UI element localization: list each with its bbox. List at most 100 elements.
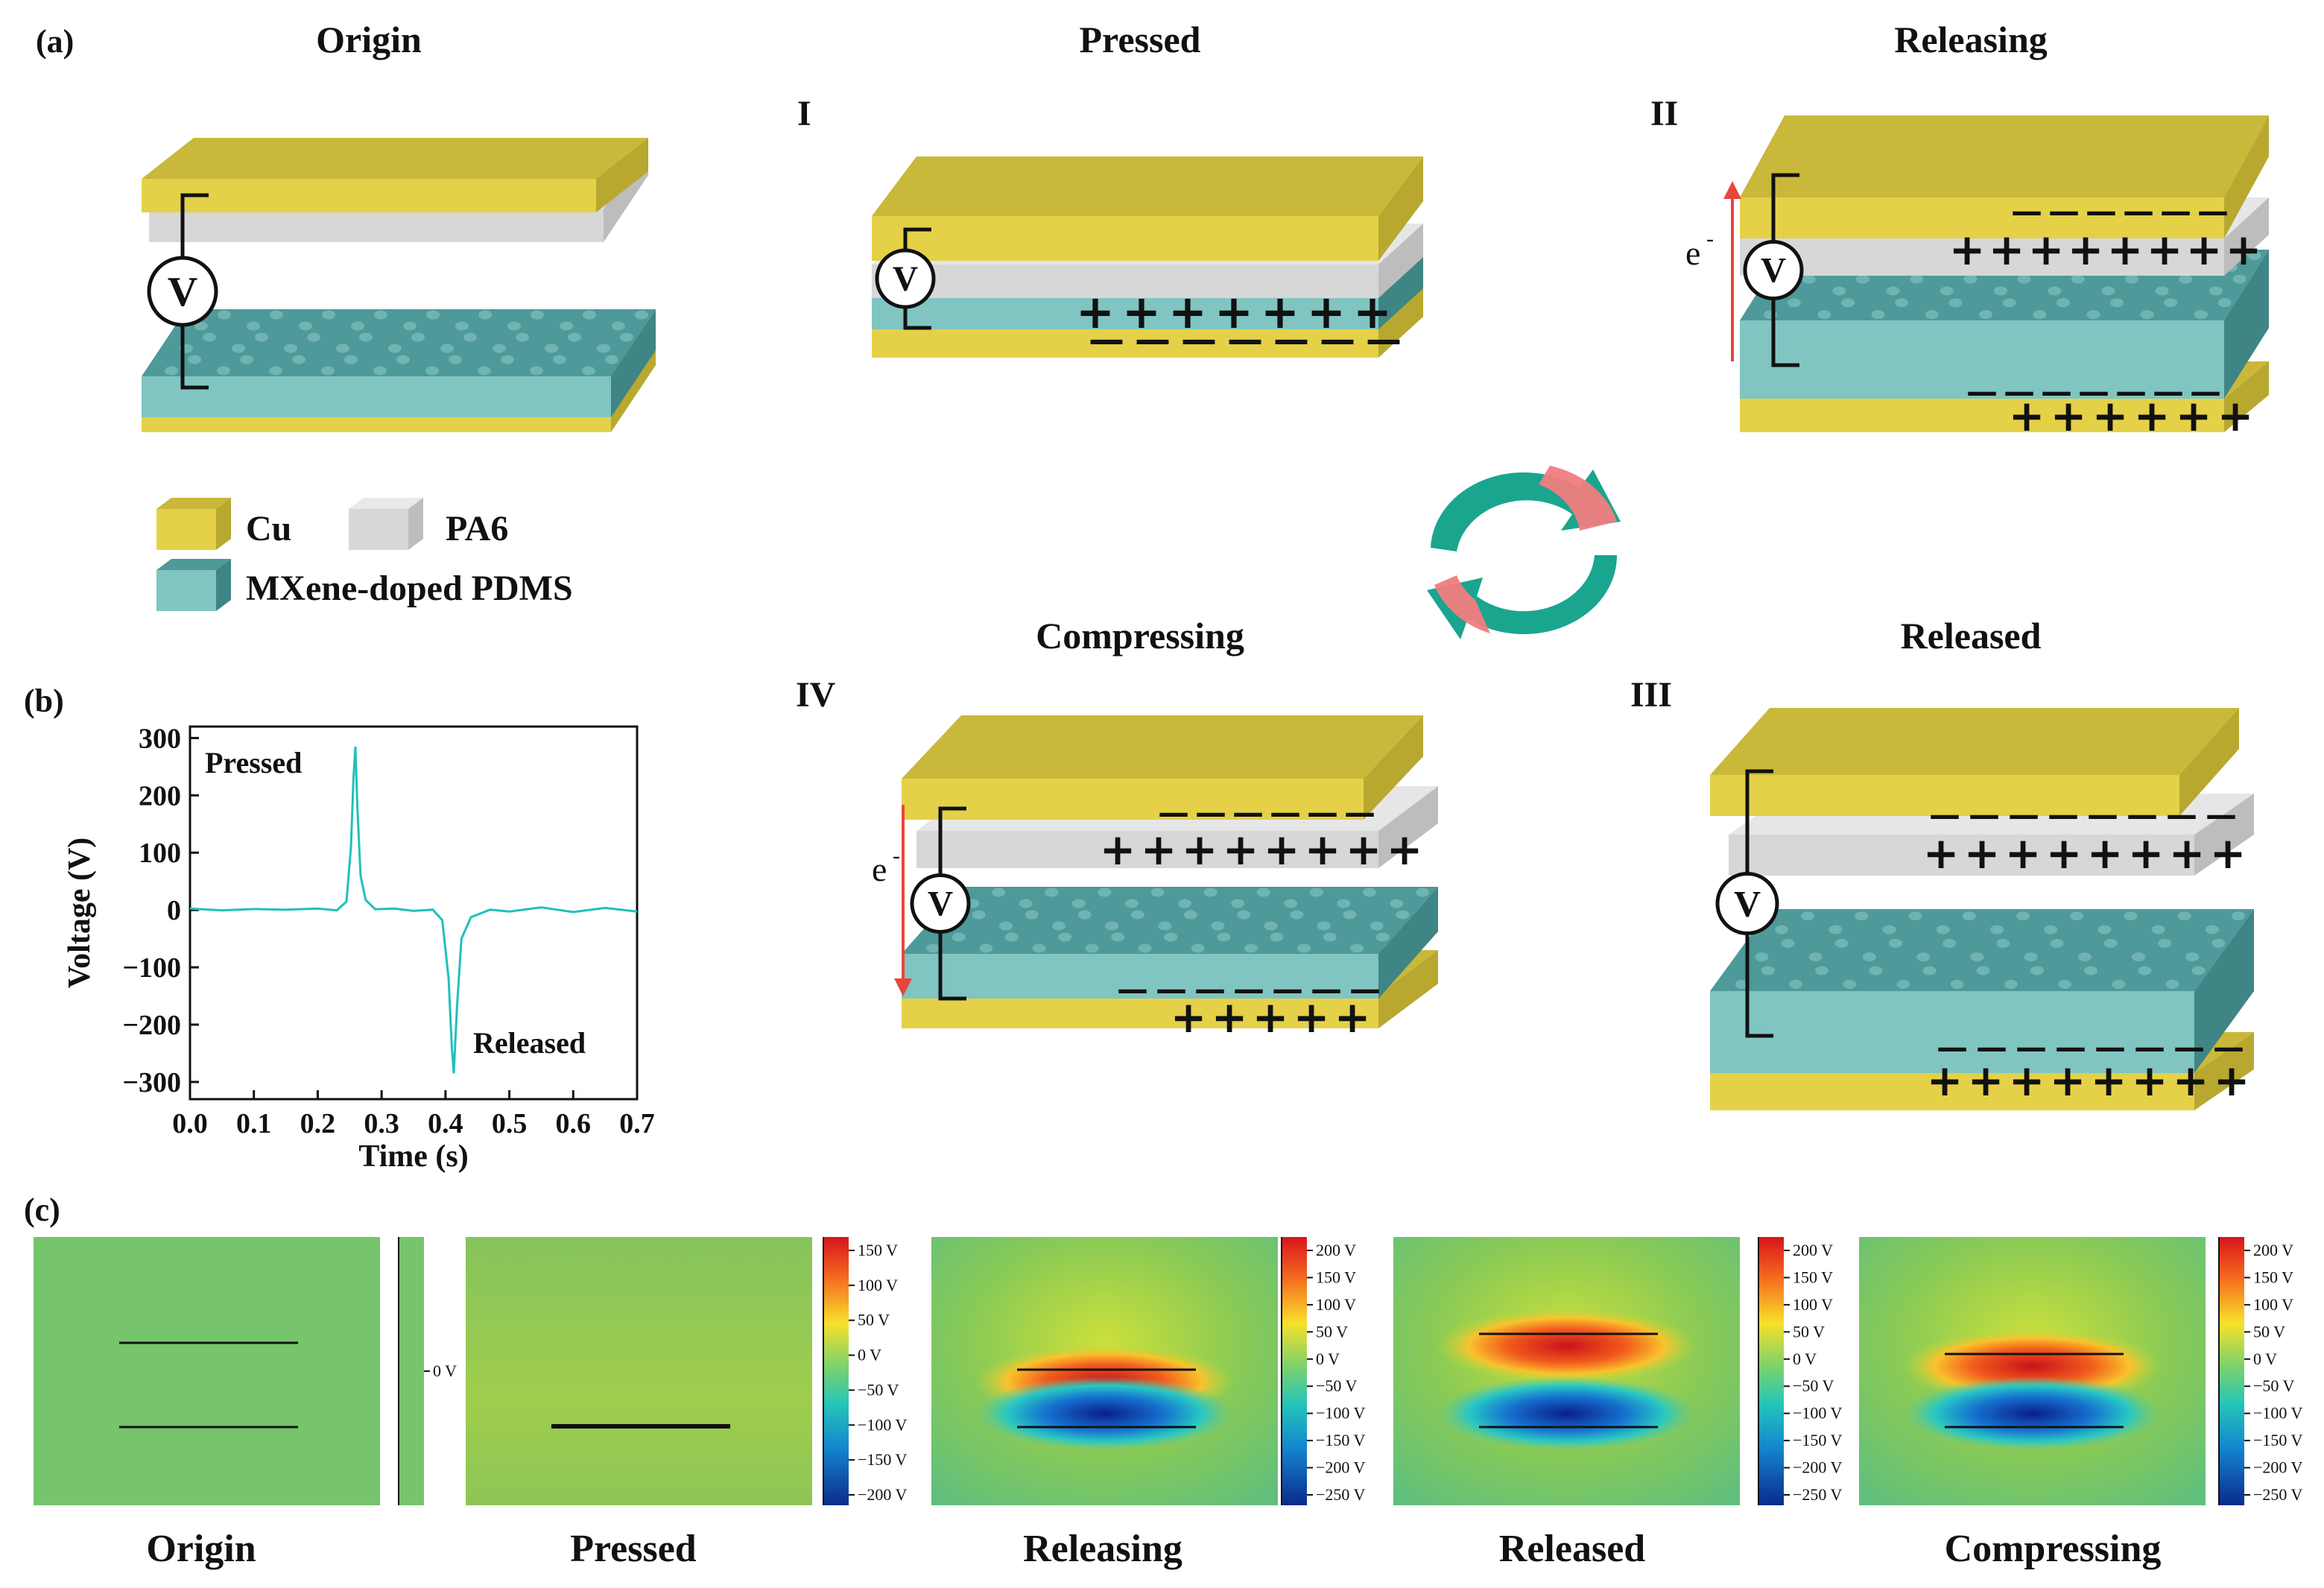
sim-field-map: [34, 1237, 380, 1505]
positive-charge: +: [1334, 992, 1371, 1043]
voltmeter-icon: [1715, 872, 1779, 935]
surface-bump: [2024, 952, 2038, 962]
chart-xlabel: Time (s): [358, 1139, 468, 1174]
top-electrode: [142, 138, 648, 212]
voltmeter-symbol: V: [168, 269, 198, 315]
negative-charge: —: [1158, 794, 1189, 831]
positive-charge: +: [1387, 824, 1423, 875]
surface-bump: [1843, 979, 1857, 989]
surface-bump: [1138, 943, 1152, 953]
surface-bump: [455, 321, 469, 331]
top-electrode-front: [902, 779, 1364, 820]
surface-bump: [2177, 911, 2191, 921]
positive-charge: +: [2128, 828, 2165, 879]
negative-charge: —: [2004, 373, 2035, 410]
surface-bump: [1237, 910, 1251, 920]
surface-bump: [1871, 310, 1885, 320]
surface-bump: [1363, 888, 1376, 897]
legend: Cu PA6 MXene-doped PDMS: [156, 498, 573, 611]
colorbar: [399, 1237, 424, 1505]
voltmeter-icon: [910, 873, 971, 934]
surface-bump: [1375, 932, 1390, 942]
top-electrode: [872, 156, 1423, 261]
surface-bump: [1309, 888, 1323, 897]
pdms-layer-top: [142, 309, 656, 376]
surface-bump: [1098, 888, 1112, 897]
surface-bump: [1058, 932, 1072, 942]
external-circuit: V: [875, 227, 936, 330]
positive-charge: +: [1305, 824, 1341, 875]
surface-bump: [1217, 932, 1231, 942]
sim-panel-origin: 0 V Origin: [34, 1237, 457, 1570]
wire: [903, 307, 931, 330]
sim-title-releasing: Releasing: [1023, 1528, 1182, 1570]
electron-label: e: [1685, 234, 1700, 272]
colorbar-tick-label: −50 V: [1793, 1376, 1834, 1395]
negative-charge: —: [1135, 319, 1171, 361]
surface-bump: [1910, 274, 1924, 284]
surface-bump: [1808, 952, 1823, 962]
surface-bump: [1416, 888, 1430, 897]
surface-bump: [2151, 925, 2165, 934]
positive-charge: +: [2051, 390, 2087, 441]
surface-bump: [545, 344, 558, 353]
surface-bump: [426, 310, 440, 320]
y-tick-label: −300: [122, 1067, 181, 1098]
step-II-label: II: [1650, 94, 1678, 133]
negative-charge: —: [2016, 1029, 2047, 1066]
negative-charge: —: [2160, 193, 2191, 230]
surface-bump: [284, 344, 297, 353]
surface-bump: [605, 355, 618, 364]
colorbar-tick-label: 200 V: [1316, 1241, 1356, 1259]
surface-bump: [1284, 899, 1298, 908]
surface-bump: [999, 921, 1013, 931]
surface-bump: [612, 321, 625, 331]
surface-bump: [218, 310, 231, 320]
surface-bump: [501, 355, 514, 364]
top-electrode: [902, 715, 1423, 820]
surface-bump: [217, 366, 230, 376]
surface-bump: [2004, 979, 2018, 989]
surface-bump: [2231, 911, 2245, 921]
pdms-layer-top: [902, 887, 1438, 954]
colorbar-tick-label: −200 V: [2253, 1458, 2303, 1477]
legend-mxene-swatch: [156, 559, 231, 611]
top-electrode-front: [872, 216, 1378, 261]
surface-bump: [1052, 921, 1066, 931]
colorbar-tick-label: 150 V: [1793, 1268, 1833, 1286]
surface-bump: [2017, 274, 2031, 284]
surface-bump: [979, 943, 993, 953]
x-tick-label: 0.3: [364, 1108, 399, 1139]
colorbar-tick-label: −200 V: [1316, 1458, 1366, 1477]
surface-bump: [1895, 298, 1909, 308]
colorbar-tick-label: 0 V: [2253, 1350, 2277, 1368]
surface-bump: [2164, 298, 2178, 308]
negative-charge: —: [1311, 971, 1342, 1007]
surface-bump: [2103, 938, 2118, 948]
external-circuit: V: [1715, 769, 1779, 1038]
colorbar: [1282, 1237, 1307, 1505]
external-circuit: V: [910, 806, 971, 1001]
negative-charge: —: [1232, 794, 1264, 831]
y-tick-label: 100: [139, 838, 181, 869]
negative-charge: —: [1272, 971, 1303, 1007]
sim-title-origin: Origin: [146, 1528, 256, 1570]
surface-bump: [1085, 943, 1099, 953]
surface-bump: [2155, 286, 2169, 296]
colorbar-tick-label: −250 V: [2253, 1485, 2303, 1504]
title-compressing: Compressing: [1036, 615, 1244, 657]
surface-bump: [1370, 921, 1384, 931]
top-electrode: [1740, 116, 2269, 238]
negative-charge: —: [2048, 797, 2079, 833]
pa6-layer-front: [872, 265, 1378, 298]
device-pressed: +++++++———————V: [872, 156, 1423, 361]
colorbar-tick-label: 0 V: [433, 1361, 457, 1380]
surface-bump: [1158, 921, 1172, 931]
colorbar-tick-label: 100 V: [2253, 1295, 2293, 1314]
bottom-positive-charges: +++++: [1171, 992, 1371, 1043]
x-tick-label: 0.0: [172, 1108, 208, 1139]
surface-bump: [2048, 286, 2062, 296]
pdms-layer-front: [902, 954, 1378, 999]
positive-charge: +: [2134, 390, 2171, 441]
negative-charge: —: [2213, 1029, 2244, 1066]
